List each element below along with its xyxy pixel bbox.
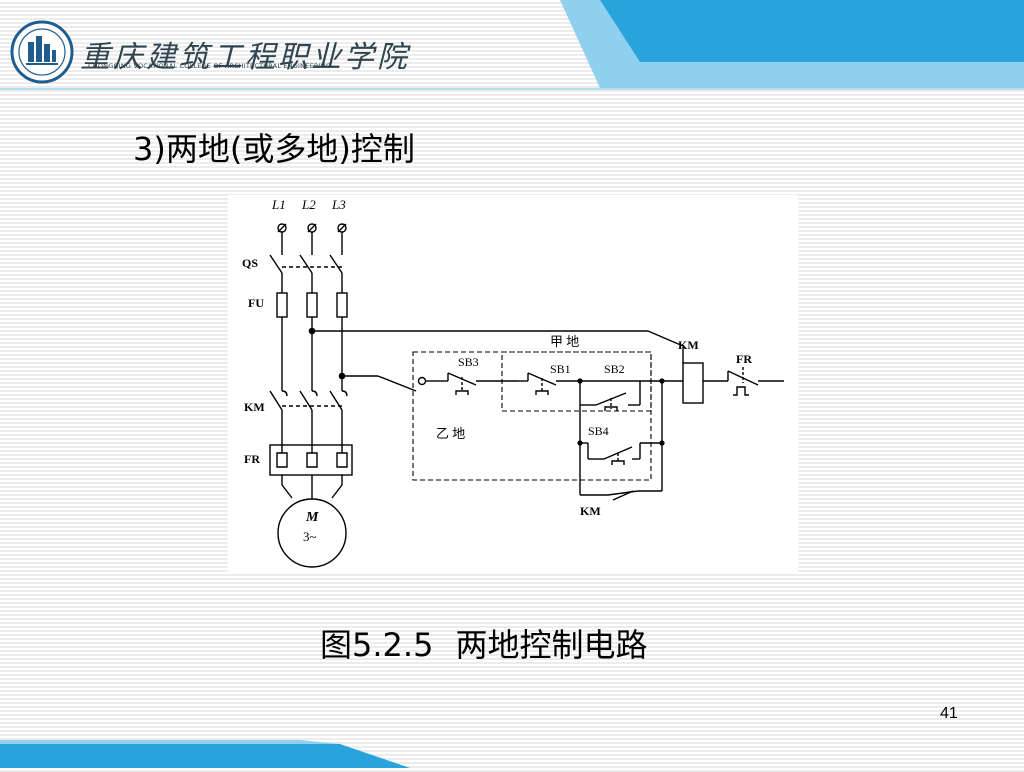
header-wave: [600, 0, 1024, 62]
label-km-main: KM: [244, 400, 265, 414]
label-l3: L3: [331, 197, 346, 212]
supply-terminals: L1 L2 L3: [271, 197, 347, 255]
location-boxes: 甲 地 乙 地: [412, 334, 652, 481]
footer-wave-light: [0, 740, 340, 744]
control-wiring: [312, 330, 684, 392]
label-fr-contact: FR: [736, 352, 752, 366]
thermal-relay-fr: FR: [244, 444, 353, 499]
circuit-diagram: L1 L2 L3 QS FU: [228, 195, 798, 573]
figure-title: 两地控制电路: [455, 626, 648, 664]
circuit-svg: L1 L2 L3 QS FU: [242, 197, 784, 568]
switch-qs: QS: [242, 254, 343, 293]
footer-wave: [0, 744, 410, 768]
figure-caption: 图5.2.5 两地控制电路: [320, 620, 647, 666]
footer-banner: [0, 740, 1024, 768]
motor: M 3~: [277, 498, 347, 568]
header-graphic: [0, 0, 1024, 90]
km-aux-contact: KM: [580, 443, 663, 518]
school-logo: [10, 20, 74, 88]
contactor-km-main: KM: [244, 385, 348, 445]
label-km-coil: KM: [678, 338, 699, 352]
footer-graphic: [0, 740, 410, 768]
label-sb1: SB1: [550, 362, 571, 376]
label-fr-main: FR: [244, 452, 260, 466]
label-sb4: SB4: [588, 424, 609, 438]
label-l2: L2: [301, 197, 316, 212]
label-sb2: SB2: [604, 362, 625, 376]
label-motor: M: [305, 510, 319, 525]
school-name: 重庆建筑工程职业学院: [80, 40, 410, 75]
header-rule: [0, 88, 1024, 90]
page-number: 41: [940, 705, 958, 722]
figure-number: 图5.2.5: [320, 626, 434, 664]
slide-title: 3)两地(或多地)控制: [133, 130, 415, 168]
fr-contact: FR: [727, 352, 784, 396]
label-fu: FU: [248, 296, 264, 310]
button-sb4: SB4: [577, 381, 665, 495]
button-sb3: SB3: [433, 355, 518, 395]
label-site-a: 甲 地: [550, 334, 579, 349]
fuses-fu: FU: [248, 292, 348, 385]
km-coil: KM: [666, 338, 728, 404]
label-sb3: SB3: [458, 355, 479, 369]
label-motor-phase: 3~: [303, 529, 317, 544]
school-seal-icon: [10, 20, 74, 84]
label-site-b: 乙 地: [436, 426, 465, 441]
label-qs: QS: [242, 256, 258, 270]
school-name-english: CHONGQING VOCATIONAL COLLEGE OF ARCHITEC…: [88, 62, 331, 70]
button-sb1: SB1: [518, 362, 583, 395]
header-banner: [0, 0, 1024, 92]
label-km-aux: KM: [580, 504, 601, 518]
label-l1: L1: [271, 197, 286, 212]
button-sb2: SB2: [579, 362, 666, 411]
